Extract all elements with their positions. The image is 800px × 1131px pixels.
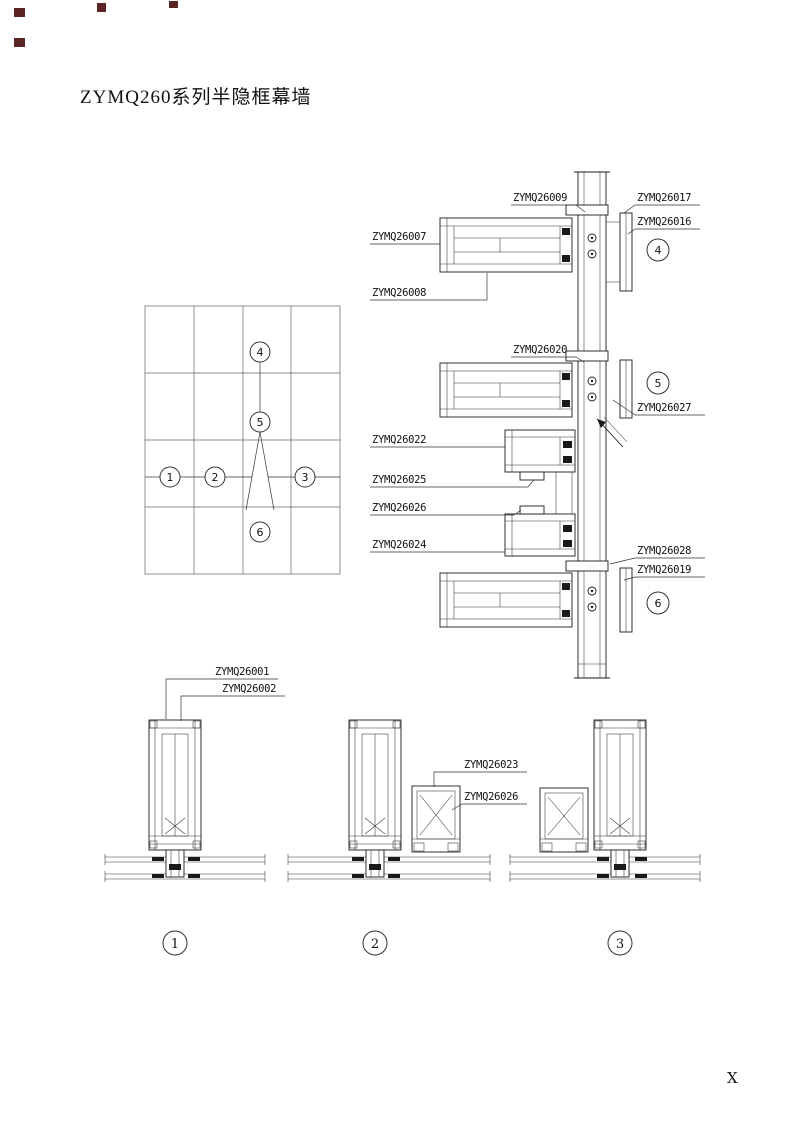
- plan-callout-number: 1: [171, 937, 179, 952]
- part-label-text: ZYMQ26024: [372, 539, 426, 551]
- vent-frame-plan: [411, 785, 461, 853]
- part-label-text: ZYMQ26028: [637, 545, 691, 557]
- section-detail-5: 5: [439, 359, 670, 448]
- vertical-section: 4 5: [370, 171, 705, 679]
- part-label-text: ZYMQ26025: [372, 474, 426, 486]
- part-label-zymq26007: ZYMQ26007: [370, 231, 440, 245]
- section-detail-6: 6: [439, 567, 670, 633]
- part-label-text: ZYMQ26001: [215, 666, 269, 678]
- part-label-zymq26024: ZYMQ26024: [370, 539, 505, 553]
- section-callout-number: 4: [655, 244, 662, 257]
- callout-number: 5: [257, 416, 264, 429]
- mullion-section: [574, 171, 610, 679]
- part-label-text: ZYMQ26016: [637, 216, 691, 228]
- transom-clamp: [565, 560, 609, 572]
- callout-number: 6: [257, 526, 264, 539]
- transom-clamp: [565, 204, 609, 216]
- callout-number: 1: [167, 471, 174, 484]
- plan-details: 1: [104, 666, 701, 956]
- part-label-zymq26028: ZYMQ26028: [609, 545, 705, 565]
- part-label-zymq26027: ZYMQ26027: [612, 399, 705, 416]
- part-label-text: ZYMQ26009: [513, 192, 567, 204]
- elevation-callout-3: 3: [294, 466, 316, 488]
- elevation-callout-4: 4: [249, 341, 271, 363]
- plan-detail-1: 1: [104, 719, 266, 956]
- part-label-zymq26017: ZYMQ26017: [623, 192, 700, 214]
- callout-number: 4: [257, 346, 264, 359]
- elevation-callout-2: 2: [204, 466, 226, 488]
- stamp-artifact-marks: [14, 1, 178, 47]
- part-label-text: ZYMQ26026: [372, 502, 426, 514]
- part-label-zymq26020: ZYMQ26020: [511, 344, 585, 363]
- part-label-text: ZYMQ26023: [464, 759, 518, 771]
- part-label-text: ZYMQ26002: [222, 683, 276, 695]
- elevation-callout-5: 5: [249, 411, 271, 433]
- section-callout-number: 6: [655, 597, 662, 610]
- part-label-text: ZYMQ26007: [372, 231, 426, 243]
- transom-clamp: [565, 350, 609, 362]
- part-label-text: ZYMQ26008: [372, 287, 426, 299]
- part-label-zymq26026-section: ZYMQ26026: [370, 502, 522, 516]
- page-mark: X: [727, 1069, 738, 1087]
- part-label-text: ZYMQ26022: [372, 434, 426, 446]
- elevation-diagram: 4 5 6 1 2 3: [144, 305, 341, 575]
- part-label-zymq26002: ZYMQ26002: [180, 683, 285, 721]
- vent-sash-section: [504, 429, 576, 557]
- section-callout-number: 5: [655, 377, 662, 390]
- section-detail-4: 4: [439, 212, 670, 292]
- elevation-callout-1: 1: [159, 466, 181, 488]
- vent-frame-plan: [539, 787, 589, 853]
- part-label-zymq26016: ZYMQ26016: [627, 216, 700, 235]
- part-label-text: ZYMQ26026: [464, 791, 518, 803]
- plan-callout-number: 3: [616, 937, 624, 952]
- drawing-title: ZYMQ260系列半隐框幕墙: [80, 86, 311, 108]
- callout-number: 3: [302, 471, 309, 484]
- plan-callout-number: 2: [371, 937, 379, 952]
- plan-detail-3: 3: [509, 719, 701, 956]
- part-label-zymq26009: ZYMQ26009: [511, 192, 586, 213]
- part-label-text: ZYMQ26019: [637, 564, 691, 576]
- part-label-zymq26008: ZYMQ26008: [370, 273, 488, 301]
- part-label-zymq26019: ZYMQ26019: [623, 564, 705, 581]
- elevation-callout-6: 6: [249, 521, 271, 543]
- part-label-zymq26023: ZYMQ26023: [433, 759, 527, 787]
- callout-number: 2: [212, 471, 219, 484]
- part-label-text: ZYMQ26027: [637, 402, 691, 414]
- plan-detail-2: 2: [287, 719, 491, 956]
- part-label-text: ZYMQ26017: [637, 192, 691, 204]
- part-label-zymq26001: ZYMQ26001: [165, 666, 278, 719]
- part-label-text: ZYMQ26020: [513, 344, 567, 356]
- part-label-zymq26022: ZYMQ26022: [370, 434, 505, 448]
- part-label-zymq26026-plan: ZYMQ26026: [451, 791, 527, 811]
- part-label-zymq26025: ZYMQ26025: [370, 474, 535, 488]
